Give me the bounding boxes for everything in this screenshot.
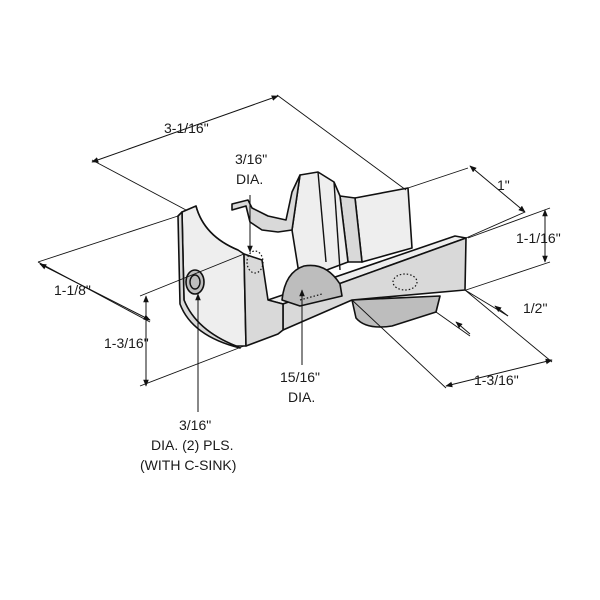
- label-bore-size: 15/16": [280, 369, 320, 385]
- label-ledge-width: 1/2": [523, 300, 547, 316]
- label-bottom-length: 1-3/16": [474, 372, 519, 388]
- fork-post: [231, 174, 301, 233]
- label-left-height: 1-1/8": [54, 282, 91, 298]
- arm-hole-hidden: [392, 273, 418, 291]
- bore-surface: [281, 264, 343, 307]
- label-top-hole-size: 3/16": [235, 151, 267, 167]
- saddle-rib-2: [333, 181, 341, 271]
- label-front-height: 1-3/16": [104, 335, 149, 351]
- dimension-lines: [37, 94, 553, 412]
- label-side-hole-desc: DIA. (2) PLS.: [151, 437, 233, 453]
- side-hole-csink: [189, 274, 201, 290]
- left-end-front: [243, 253, 284, 347]
- label-right-height: 1-1/16": [516, 230, 561, 246]
- label-side-hole-size: 3/16": [179, 417, 211, 433]
- dimension-labels: 3-1/16" 3/16" DIA. 1" 1-1/16" 1-1/8" 1-3…: [54, 120, 561, 473]
- label-overall-length: 3-1/16": [164, 120, 209, 136]
- label-bore-dia: DIA.: [288, 389, 315, 405]
- rear-wall: [354, 187, 413, 263]
- bottom-lobe: [351, 295, 441, 328]
- left-end-curve: [195, 205, 239, 251]
- left-end-side: [177, 211, 241, 349]
- bore-hidden: [299, 293, 323, 301]
- bracket-part: [177, 171, 467, 349]
- label-depth: 1": [497, 177, 510, 193]
- label-top-hole-dia: DIA.: [236, 171, 263, 187]
- saddle-rib: [317, 171, 327, 263]
- label-side-hole-note: (WITH C-SINK): [140, 457, 236, 473]
- top-hole-hidden: [246, 250, 264, 274]
